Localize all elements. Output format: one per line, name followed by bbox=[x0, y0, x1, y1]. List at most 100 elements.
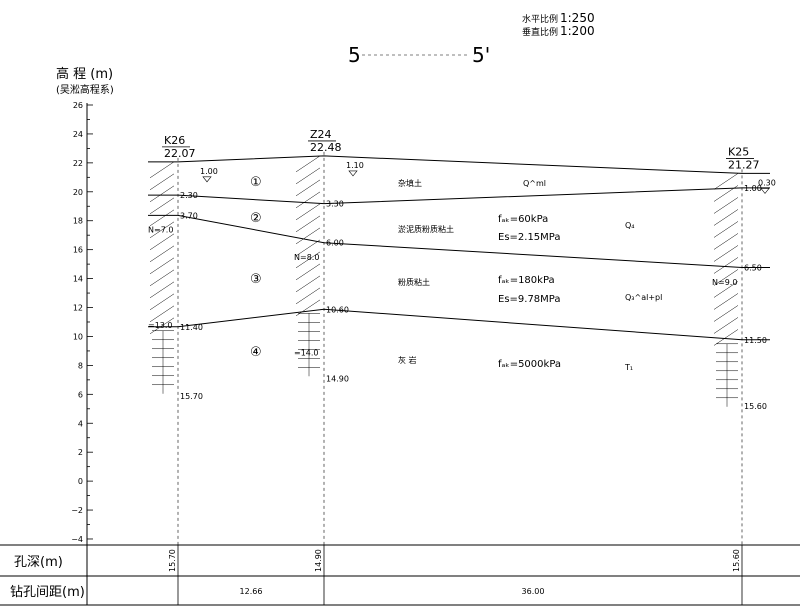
layer-age: Q₄ bbox=[625, 221, 635, 230]
axis-tick-label: 0 bbox=[78, 477, 83, 486]
soil-hatch bbox=[295, 191, 321, 209]
spt-label: N=7.0 bbox=[148, 226, 173, 235]
axis-tick-label: 10 bbox=[73, 332, 83, 341]
soil-hatch bbox=[295, 215, 321, 233]
layer-1-info: ① 杂填土 Q^ml bbox=[250, 175, 546, 190]
scale-note: 水平比例 1:250 垂直比例 1:200 bbox=[522, 11, 595, 38]
soil-hatch bbox=[149, 257, 175, 275]
borehole-depth-value: 14.90 bbox=[314, 549, 323, 572]
soil-hatch bbox=[295, 287, 321, 305]
layer-depth-label: 3.30 bbox=[326, 200, 344, 209]
layer-age: Q^ml bbox=[523, 179, 546, 188]
soil-hatch bbox=[149, 305, 175, 323]
axis-tick-label: 14 bbox=[73, 275, 83, 284]
layer-1-bottom-line bbox=[148, 187, 770, 205]
soil-hatch bbox=[149, 245, 175, 263]
layer-property: fₐₖ=5000kPa bbox=[498, 359, 561, 370]
layer-age: T₁ bbox=[624, 363, 633, 372]
soil-hatch bbox=[713, 233, 739, 250]
soil-hatch bbox=[713, 173, 739, 190]
vertical-scale-label: 垂直比例 bbox=[522, 26, 558, 38]
soil-hatch bbox=[149, 269, 175, 287]
axis-tick-label: 20 bbox=[73, 188, 83, 197]
layer-number: ③ bbox=[250, 272, 262, 287]
borehole-depth-value: 15.70 bbox=[168, 549, 177, 572]
axis-tick-label: 22 bbox=[73, 159, 83, 168]
soil-hatch bbox=[713, 269, 739, 286]
soil-hatch bbox=[295, 275, 321, 293]
borehole-spacing-value: 12.66 bbox=[240, 587, 263, 596]
soil-hatch bbox=[149, 161, 175, 179]
borehole-elevation: 22.07 bbox=[164, 147, 196, 160]
borehole-id: K26 bbox=[164, 134, 185, 147]
section-start-label: 5 bbox=[348, 43, 361, 67]
axis-tick-label: 24 bbox=[73, 130, 83, 139]
soil-hatch bbox=[713, 257, 739, 274]
axis-label-group: 高 程 (m) (吴淞高程系) bbox=[56, 66, 114, 96]
layer-number: ① bbox=[250, 175, 262, 190]
layer-name: 杂填土 bbox=[398, 178, 422, 188]
soil-hatch bbox=[149, 281, 175, 299]
layer-depth-label: 14.90 bbox=[326, 374, 349, 383]
soil-hatch bbox=[295, 203, 321, 221]
layer-number: ② bbox=[250, 211, 262, 226]
depth-row-label: 孔深(m) bbox=[14, 555, 63, 570]
soil-hatch bbox=[713, 281, 739, 298]
layer-depth-label: 10.60 bbox=[326, 305, 349, 314]
layer-2-bottom-line bbox=[148, 214, 770, 268]
layer-3-bottom-line bbox=[148, 308, 770, 341]
water-depth: 0.30 bbox=[758, 178, 776, 187]
soil-hatch bbox=[295, 299, 321, 317]
layer-depth-label: 15.70 bbox=[180, 392, 203, 401]
layer-depth-label: 11.50 bbox=[744, 336, 767, 345]
spt-label: N=9.0 bbox=[712, 278, 737, 287]
layer-property: Es=9.78MPa bbox=[498, 294, 561, 305]
spacing-row-label: 钻孔间距(m) bbox=[10, 585, 85, 600]
soil-hatch bbox=[713, 305, 739, 322]
layer-depth-label: 1.00 bbox=[744, 184, 762, 193]
layer-age: Q₃^al+pl bbox=[625, 293, 662, 302]
layer-depth-label: 3.70 bbox=[180, 211, 198, 220]
elevation-axis-label: 高 程 (m) bbox=[56, 66, 113, 82]
axis-tick-label: 2 bbox=[78, 448, 83, 457]
soil-hatch bbox=[295, 155, 321, 173]
soil-hatch bbox=[149, 293, 175, 311]
soil-hatch bbox=[713, 317, 739, 334]
axis-tick-label: 8 bbox=[78, 361, 83, 370]
soil-hatch bbox=[713, 245, 739, 262]
horizontal-scale-label: 水平比例 bbox=[522, 13, 558, 25]
section-end-label: 5' bbox=[472, 43, 490, 67]
soil-hatch bbox=[295, 227, 321, 245]
borehole-id: Z24 bbox=[310, 128, 332, 141]
water-level-icon bbox=[760, 188, 770, 194]
layer-number: ④ bbox=[250, 345, 262, 360]
borehole-elevation: 22.48 bbox=[310, 141, 342, 154]
layer-property: Es=2.15MPa bbox=[498, 232, 561, 243]
layer-depth-label: 15.60 bbox=[744, 402, 767, 411]
water-level-icon bbox=[202, 176, 212, 183]
water-level-icon bbox=[348, 170, 358, 177]
axis-tick-label: 26 bbox=[73, 101, 83, 110]
soil-hatch bbox=[149, 173, 175, 191]
soil-hatch bbox=[713, 293, 739, 310]
soil-hatch bbox=[713, 329, 739, 346]
elevation-system-label: (吴淞高程系) bbox=[56, 83, 114, 96]
layer-depth-label: 6.00 bbox=[326, 239, 344, 248]
soil-hatch bbox=[713, 185, 739, 202]
axis-tick-label: −4 bbox=[71, 535, 83, 544]
layer-name: 淤泥质粉质粘土 bbox=[398, 224, 454, 234]
layer-property: fₐₖ=60kPa bbox=[498, 214, 548, 225]
section-title: 5 5' bbox=[348, 43, 490, 67]
borehole-depth-value: 15.60 bbox=[732, 549, 741, 572]
axis-tick-label: −2 bbox=[71, 506, 83, 515]
soil-hatch bbox=[713, 209, 739, 226]
layer-depth-label: 11.40 bbox=[180, 323, 203, 332]
borehole-elevation: 21.27 bbox=[728, 158, 760, 171]
